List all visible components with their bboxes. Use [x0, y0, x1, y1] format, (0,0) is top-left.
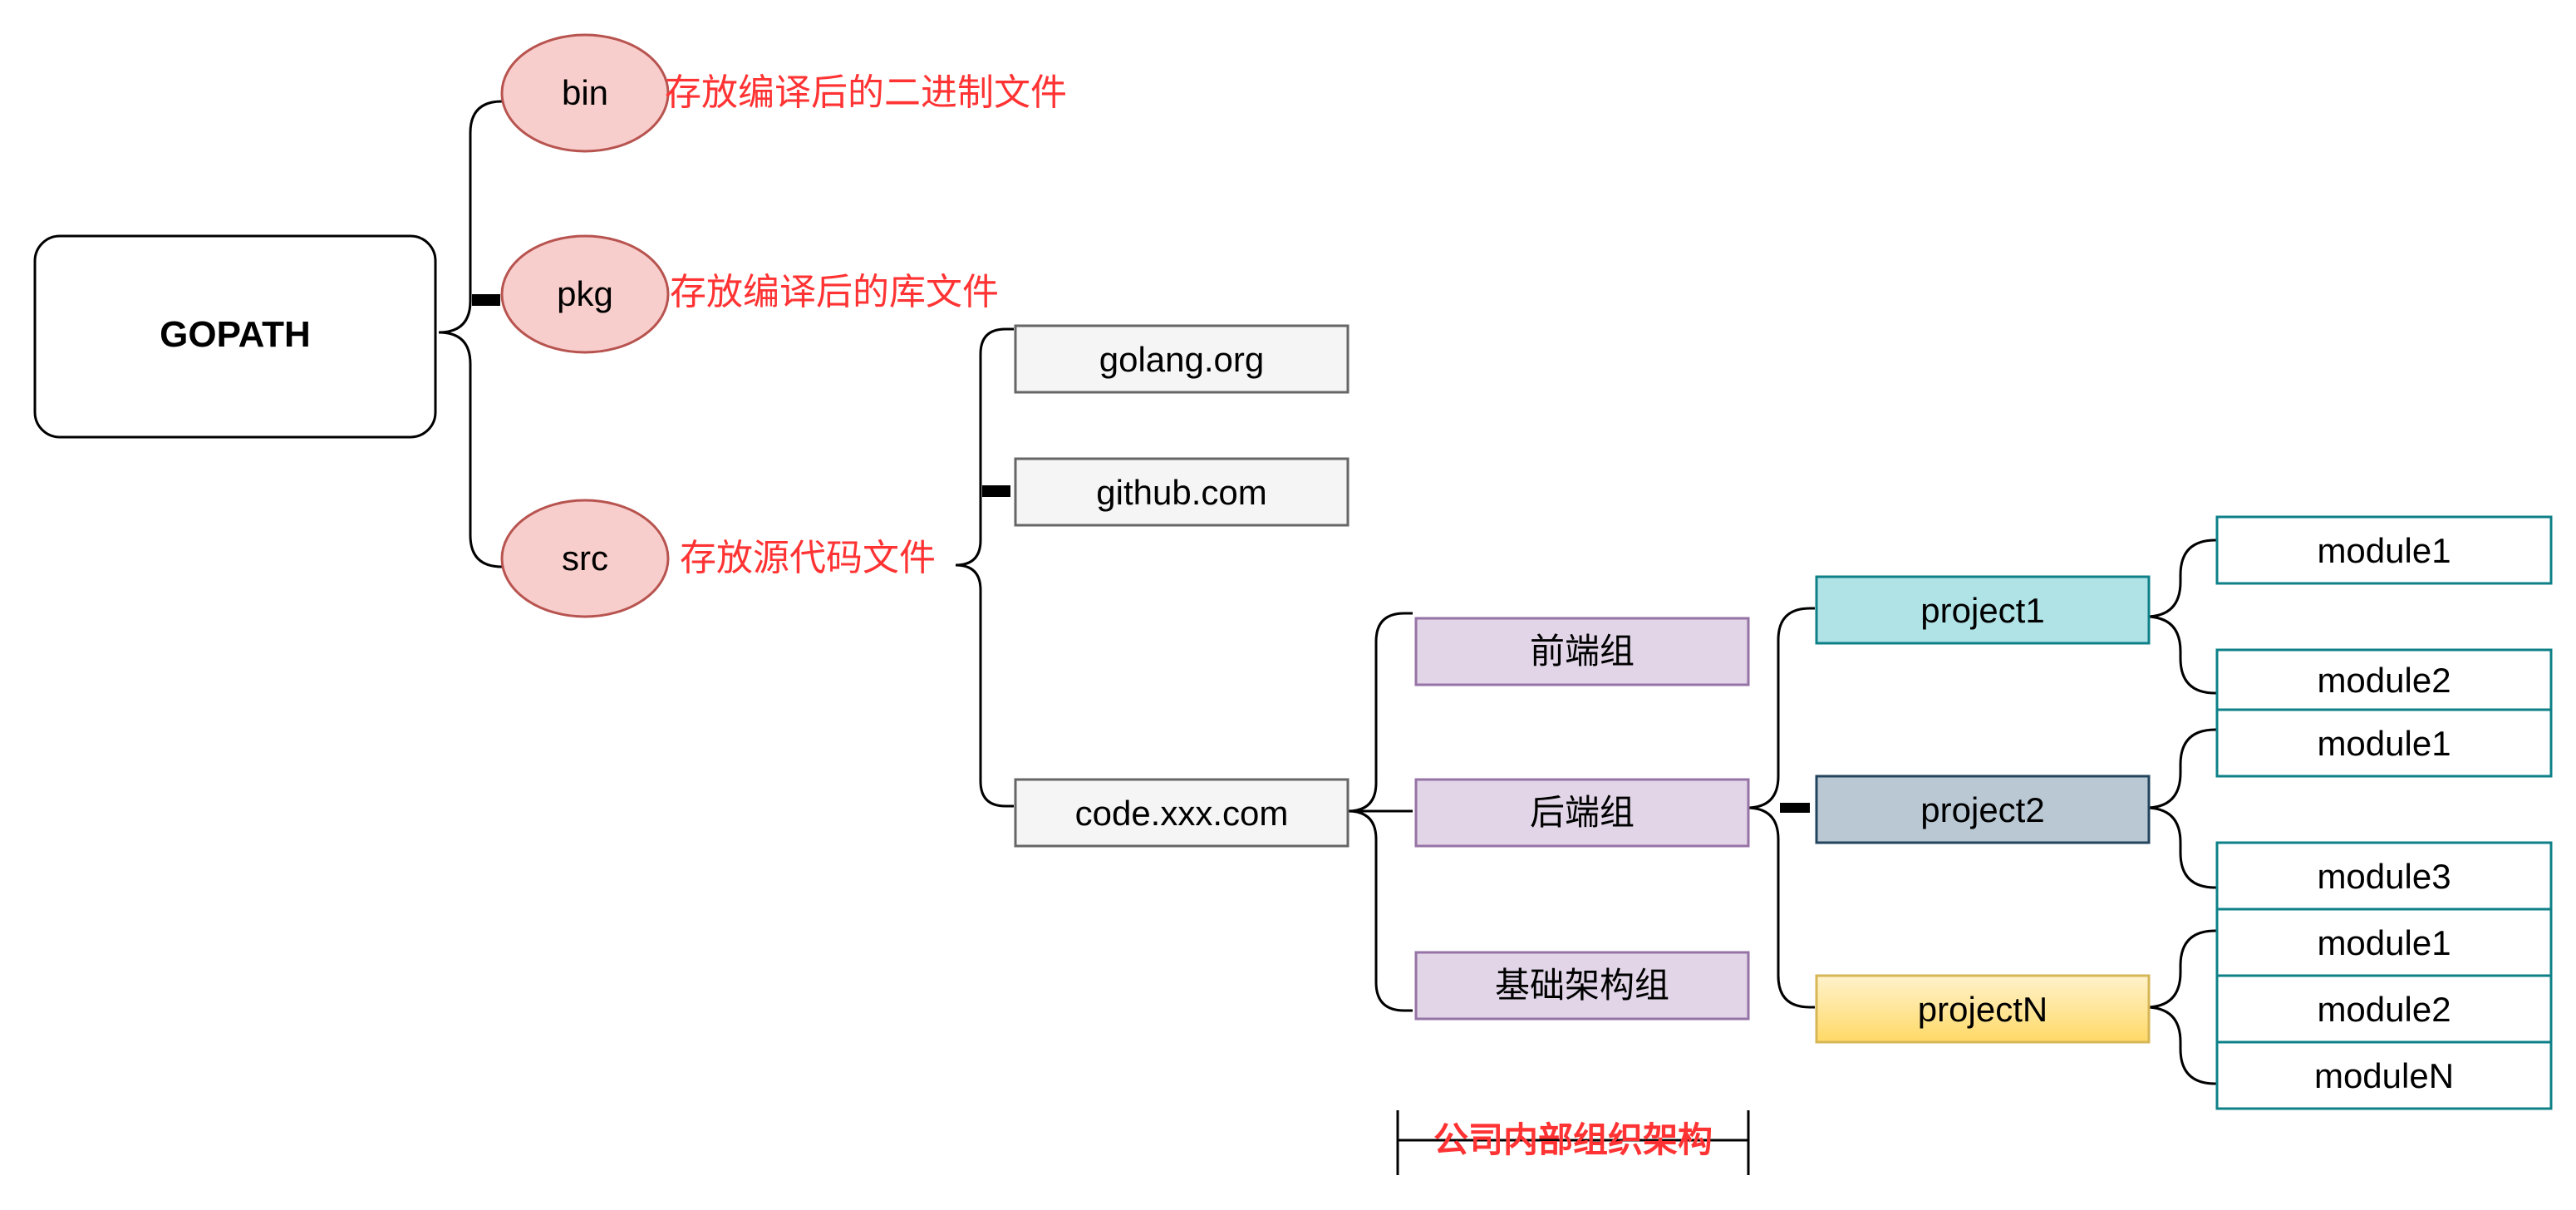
src-node: src — [500, 499, 670, 618]
src-note: 存放源代码文件 — [680, 537, 936, 579]
project1-node: project1 — [1815, 575, 2151, 645]
junction-code — [1780, 803, 1810, 813]
connectors — [438, 100, 2220, 1085]
code-node: code.xxx.com — [1014, 778, 1349, 848]
pn-module1-box — [2215, 908, 2553, 977]
connector-gopath-bin — [438, 100, 507, 334]
bin-node: bin — [500, 33, 670, 153]
frontend-group-node: 前端组 — [1414, 617, 1750, 686]
org-caption-text: 公司内部组织架构 — [1433, 1119, 1713, 1160]
p2-module1-label: module1 — [2317, 724, 2451, 763]
backend-group-node: 后端组 — [1414, 778, 1750, 848]
connector-code-infra — [1347, 809, 1413, 1012]
project2-node: project2 — [1815, 775, 2151, 844]
junction-marks — [472, 294, 1810, 813]
code-label: code.xxx.com — [1075, 794, 1289, 833]
src-label: src — [562, 539, 608, 578]
frontend-group-label: 前端组 — [1530, 631, 1635, 671]
projectN-label: projectN — [1918, 990, 2048, 1029]
p2-module3-box — [2215, 841, 2553, 911]
golang-node: golang.org — [1014, 324, 1349, 394]
pn-module1-label: module1 — [2317, 923, 2451, 962]
p1-module1-label: module1 — [2317, 531, 2451, 570]
project2-label: project2 — [1920, 790, 2044, 829]
bin-note: 存放编译后的二进制文件 — [665, 71, 1067, 114]
connector-code-frontend — [1347, 612, 1413, 813]
p1-module2-box — [2215, 648, 2553, 711]
gopath-label: GOPATH — [160, 314, 311, 355]
p2-module3-label: module3 — [2317, 857, 2451, 896]
pn-moduleN-label: moduleN — [2314, 1056, 2454, 1095]
connector-gopath-src — [438, 331, 507, 568]
connector-src-golang — [955, 327, 1014, 567]
connector-p2-m1 — [2145, 728, 2220, 809]
junction-gopath — [472, 294, 500, 306]
pkg-note: 存放编译后的库文件 — [670, 271, 999, 313]
connector-backend-pn — [1746, 806, 1815, 1009]
github-node: github.com — [1014, 457, 1349, 527]
connector-p1-m1 — [2145, 539, 2220, 618]
backend-group-label: 后端组 — [1530, 792, 1635, 833]
pkg-node: pkg — [500, 234, 670, 354]
pn-module2-label: module2 — [2317, 990, 2451, 1029]
infra-group-node: 基础架构组 — [1414, 951, 1750, 1021]
gopath-node: GOPATH — [33, 234, 437, 439]
connector-pn-m1 — [2145, 929, 2220, 1009]
pn-module2-box — [2215, 974, 2553, 1044]
github-label: github.com — [1096, 473, 1266, 512]
connector-backend-p1 — [1746, 607, 1815, 809]
pn-moduleN-box — [2215, 1040, 2553, 1110]
projectN-node: projectN — [1815, 974, 2151, 1044]
p1-module2-label: module2 — [2317, 661, 2451, 700]
connector-p1-m2 — [2145, 615, 2220, 695]
p2-module1-box — [2215, 708, 2553, 778]
infra-group-label: 基础架构组 — [1495, 965, 1669, 1006]
connector-p2-m3 — [2145, 806, 2220, 889]
bin-label: bin — [562, 73, 608, 112]
golang-label: golang.org — [1099, 340, 1265, 379]
project1-label: project1 — [1920, 591, 2044, 630]
org-caption: 公司内部组织架构 — [1396, 1110, 1750, 1175]
p1-module1-box — [2215, 515, 2553, 585]
junction-src — [982, 485, 1010, 497]
connector-src-code — [955, 563, 1014, 808]
connector-pn-mn — [2145, 1006, 2220, 1085]
pkg-label: pkg — [557, 274, 613, 313]
